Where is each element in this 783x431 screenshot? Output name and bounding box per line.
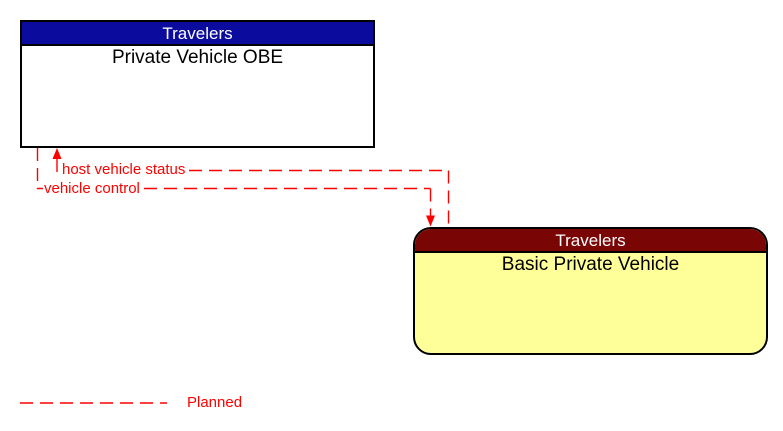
- entity-group-header: Travelers: [415, 229, 766, 253]
- entity-group-label: Travelers: [555, 230, 626, 250]
- flow-label-vehicle-control[interactable]: vehicle control: [44, 180, 140, 197]
- flow-line-vehicle-control: [36, 148, 43, 190]
- entity-private-vehicle-obe[interactable]: Travelers Private Vehicle OBE: [20, 20, 375, 148]
- arrowhead-into-private-vehicle-obe: [52, 148, 62, 159]
- entity-name-label: Private Vehicle OBE: [111, 47, 284, 68]
- entity-name-label: Basic Private Vehicle: [501, 254, 680, 275]
- legend-label-planned: Planned: [187, 394, 243, 411]
- entity-group-header: Travelers: [22, 22, 373, 46]
- flow-label-host-vehicle-status[interactable]: host vehicle status: [62, 161, 186, 178]
- arrowhead-into-basic-private-vehicle: [426, 215, 435, 227]
- entity-group-label: Travelers: [162, 23, 233, 43]
- entity-basic-private-vehicle[interactable]: Travelers Basic Private Vehicle: [413, 227, 768, 355]
